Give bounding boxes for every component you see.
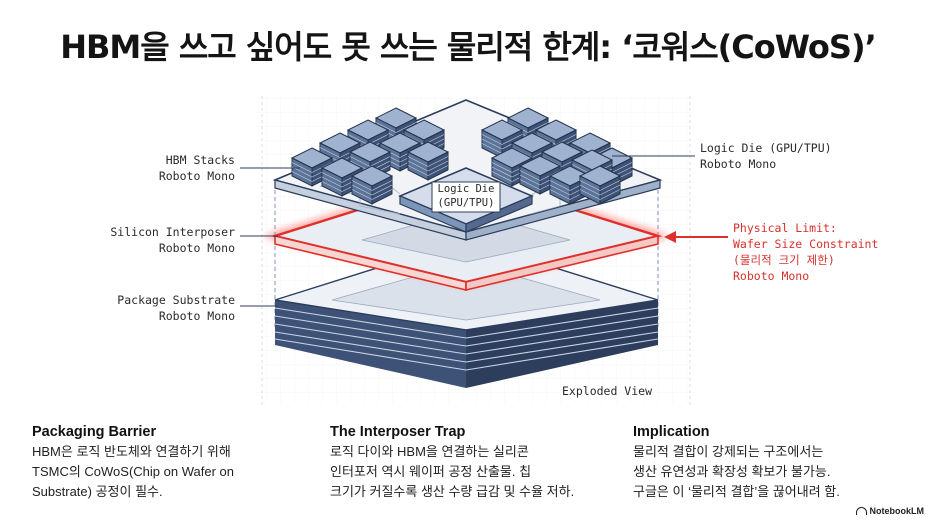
- center-die-label: Logic Die (GPU/TPU): [432, 182, 500, 210]
- column-text-line: 크기가 커질수록 생산 수량 급감 및 수율 저하.: [330, 482, 610, 502]
- physical-limit-arrow-icon: [664, 231, 728, 243]
- logic-die-side-label: Logic Die (GPU/TPU) Roboto Mono: [700, 140, 880, 172]
- hbm-stacks-label: HBM Stacks Roboto Mono: [110, 152, 235, 184]
- column-heading: Implication: [633, 424, 913, 440]
- silicon-interposer-label: Silicon Interposer Roboto Mono: [80, 224, 235, 256]
- column-heading: The Interposer Trap: [330, 424, 610, 440]
- column-text-line: HBM은 로직 반도체와 연결하기 위해: [32, 442, 312, 462]
- column-text-line: 인터포저 역시 웨이퍼 공정 산출물. 칩: [330, 462, 610, 482]
- column-text-line: 생산 유연성과 확장성 확보가 불가능.: [633, 462, 913, 482]
- column-packaging-barrier: Packaging Barrier HBM은 로직 반도체와 연결하기 위해 T…: [32, 424, 312, 502]
- column-text-line: 물리적 결합이 강제되는 구조에서는: [633, 442, 913, 462]
- column-text-line: Substrate) 공정이 필수.: [32, 482, 312, 502]
- column-text-line: 구글은 이 ‘물리적 결합’을 끊어내려 함.: [633, 482, 913, 502]
- column-text-line: TSMC의 CoWoS(Chip on Wafer on: [32, 462, 312, 482]
- exploded-view-caption: Exploded View: [562, 383, 652, 399]
- notebooklm-logo-icon: [856, 507, 867, 515]
- notebooklm-brand: NotebookLM: [856, 506, 925, 516]
- physical-limit-label: Physical Limit: Wafer Size Constraint (물…: [733, 220, 923, 284]
- column-implication: Implication 물리적 결합이 강제되는 구조에서는 생산 유연성과 확…: [633, 424, 913, 502]
- column-interposer-trap: The Interposer Trap 로직 다이와 HBM을 연결하는 실리콘…: [330, 424, 610, 502]
- package-substrate-label: Package Substrate Roboto Mono: [80, 292, 235, 324]
- column-text-line: 로직 다이와 HBM을 연결하는 실리콘: [330, 442, 610, 462]
- column-heading: Packaging Barrier: [32, 424, 312, 440]
